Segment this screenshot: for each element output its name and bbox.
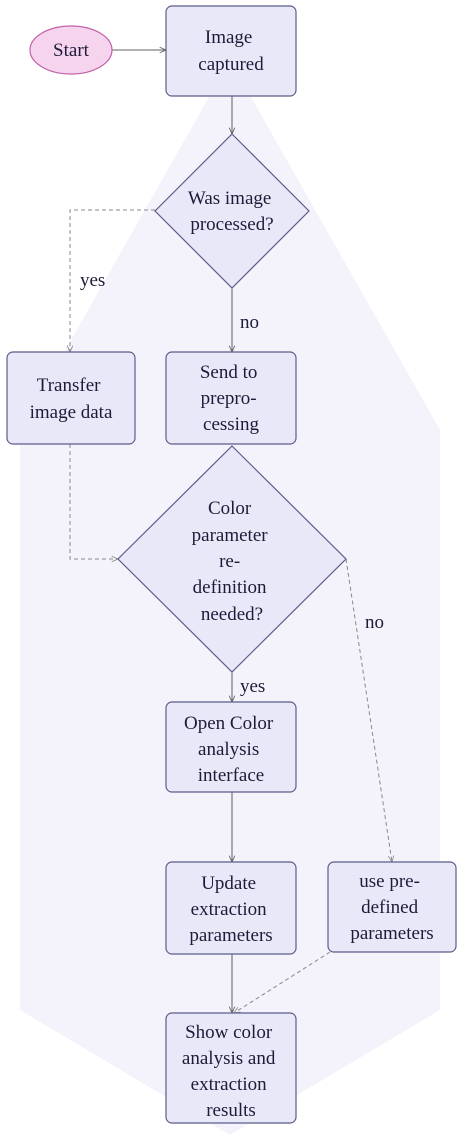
node-label: Image captured — [198, 27, 264, 75]
image-captured-node: Image captured — [165, 5, 297, 97]
update-extraction-parameters-node: Update extraction parameters — [165, 861, 297, 955]
start-node: Start — [29, 25, 113, 75]
edge-label-no: no — [365, 612, 384, 633]
transfer-image-data-node: Transfer image data — [6, 351, 136, 445]
node-label: Transfer image data — [30, 375, 113, 423]
node-label: Open Color analysis interface — [184, 713, 278, 786]
edge-predefined-to-show-results — [234, 951, 331, 1013]
start-label: Start — [53, 40, 90, 61]
node-label: Was image processed? — [188, 188, 276, 235]
edge-yes-to-transfer — [70, 209, 155, 352]
show-results-node: Show color analysis and extraction resul… — [165, 1012, 297, 1124]
node-label: Color parameter re- definition needed? — [192, 498, 273, 625]
edge-no-to-predefined — [345, 558, 392, 862]
use-predefined-parameters-node: use pre- defined parameters — [327, 861, 457, 953]
node-label: Update extraction parameters — [189, 873, 272, 946]
node-label: Show color analysis and extraction resul… — [182, 1022, 280, 1121]
node-label: Send to prepro- cessing — [200, 362, 262, 435]
edge-label-yes: yes — [240, 676, 265, 697]
edge-transfer-to-color-decision — [69, 444, 118, 559]
was-image-processed-decision: Was image processed? — [154, 133, 310, 289]
color-parameter-redefinition-decision: Color parameter re- definition needed? — [117, 445, 347, 673]
node-label: use pre- defined parameters — [350, 871, 433, 944]
send-to-preprocessing-node: Send to prepro- cessing — [165, 351, 297, 445]
edge-label-yes: yes — [80, 270, 105, 291]
edge-label-no: no — [240, 312, 259, 333]
open-color-analysis-interface-node: Open Color analysis interface — [165, 701, 297, 793]
